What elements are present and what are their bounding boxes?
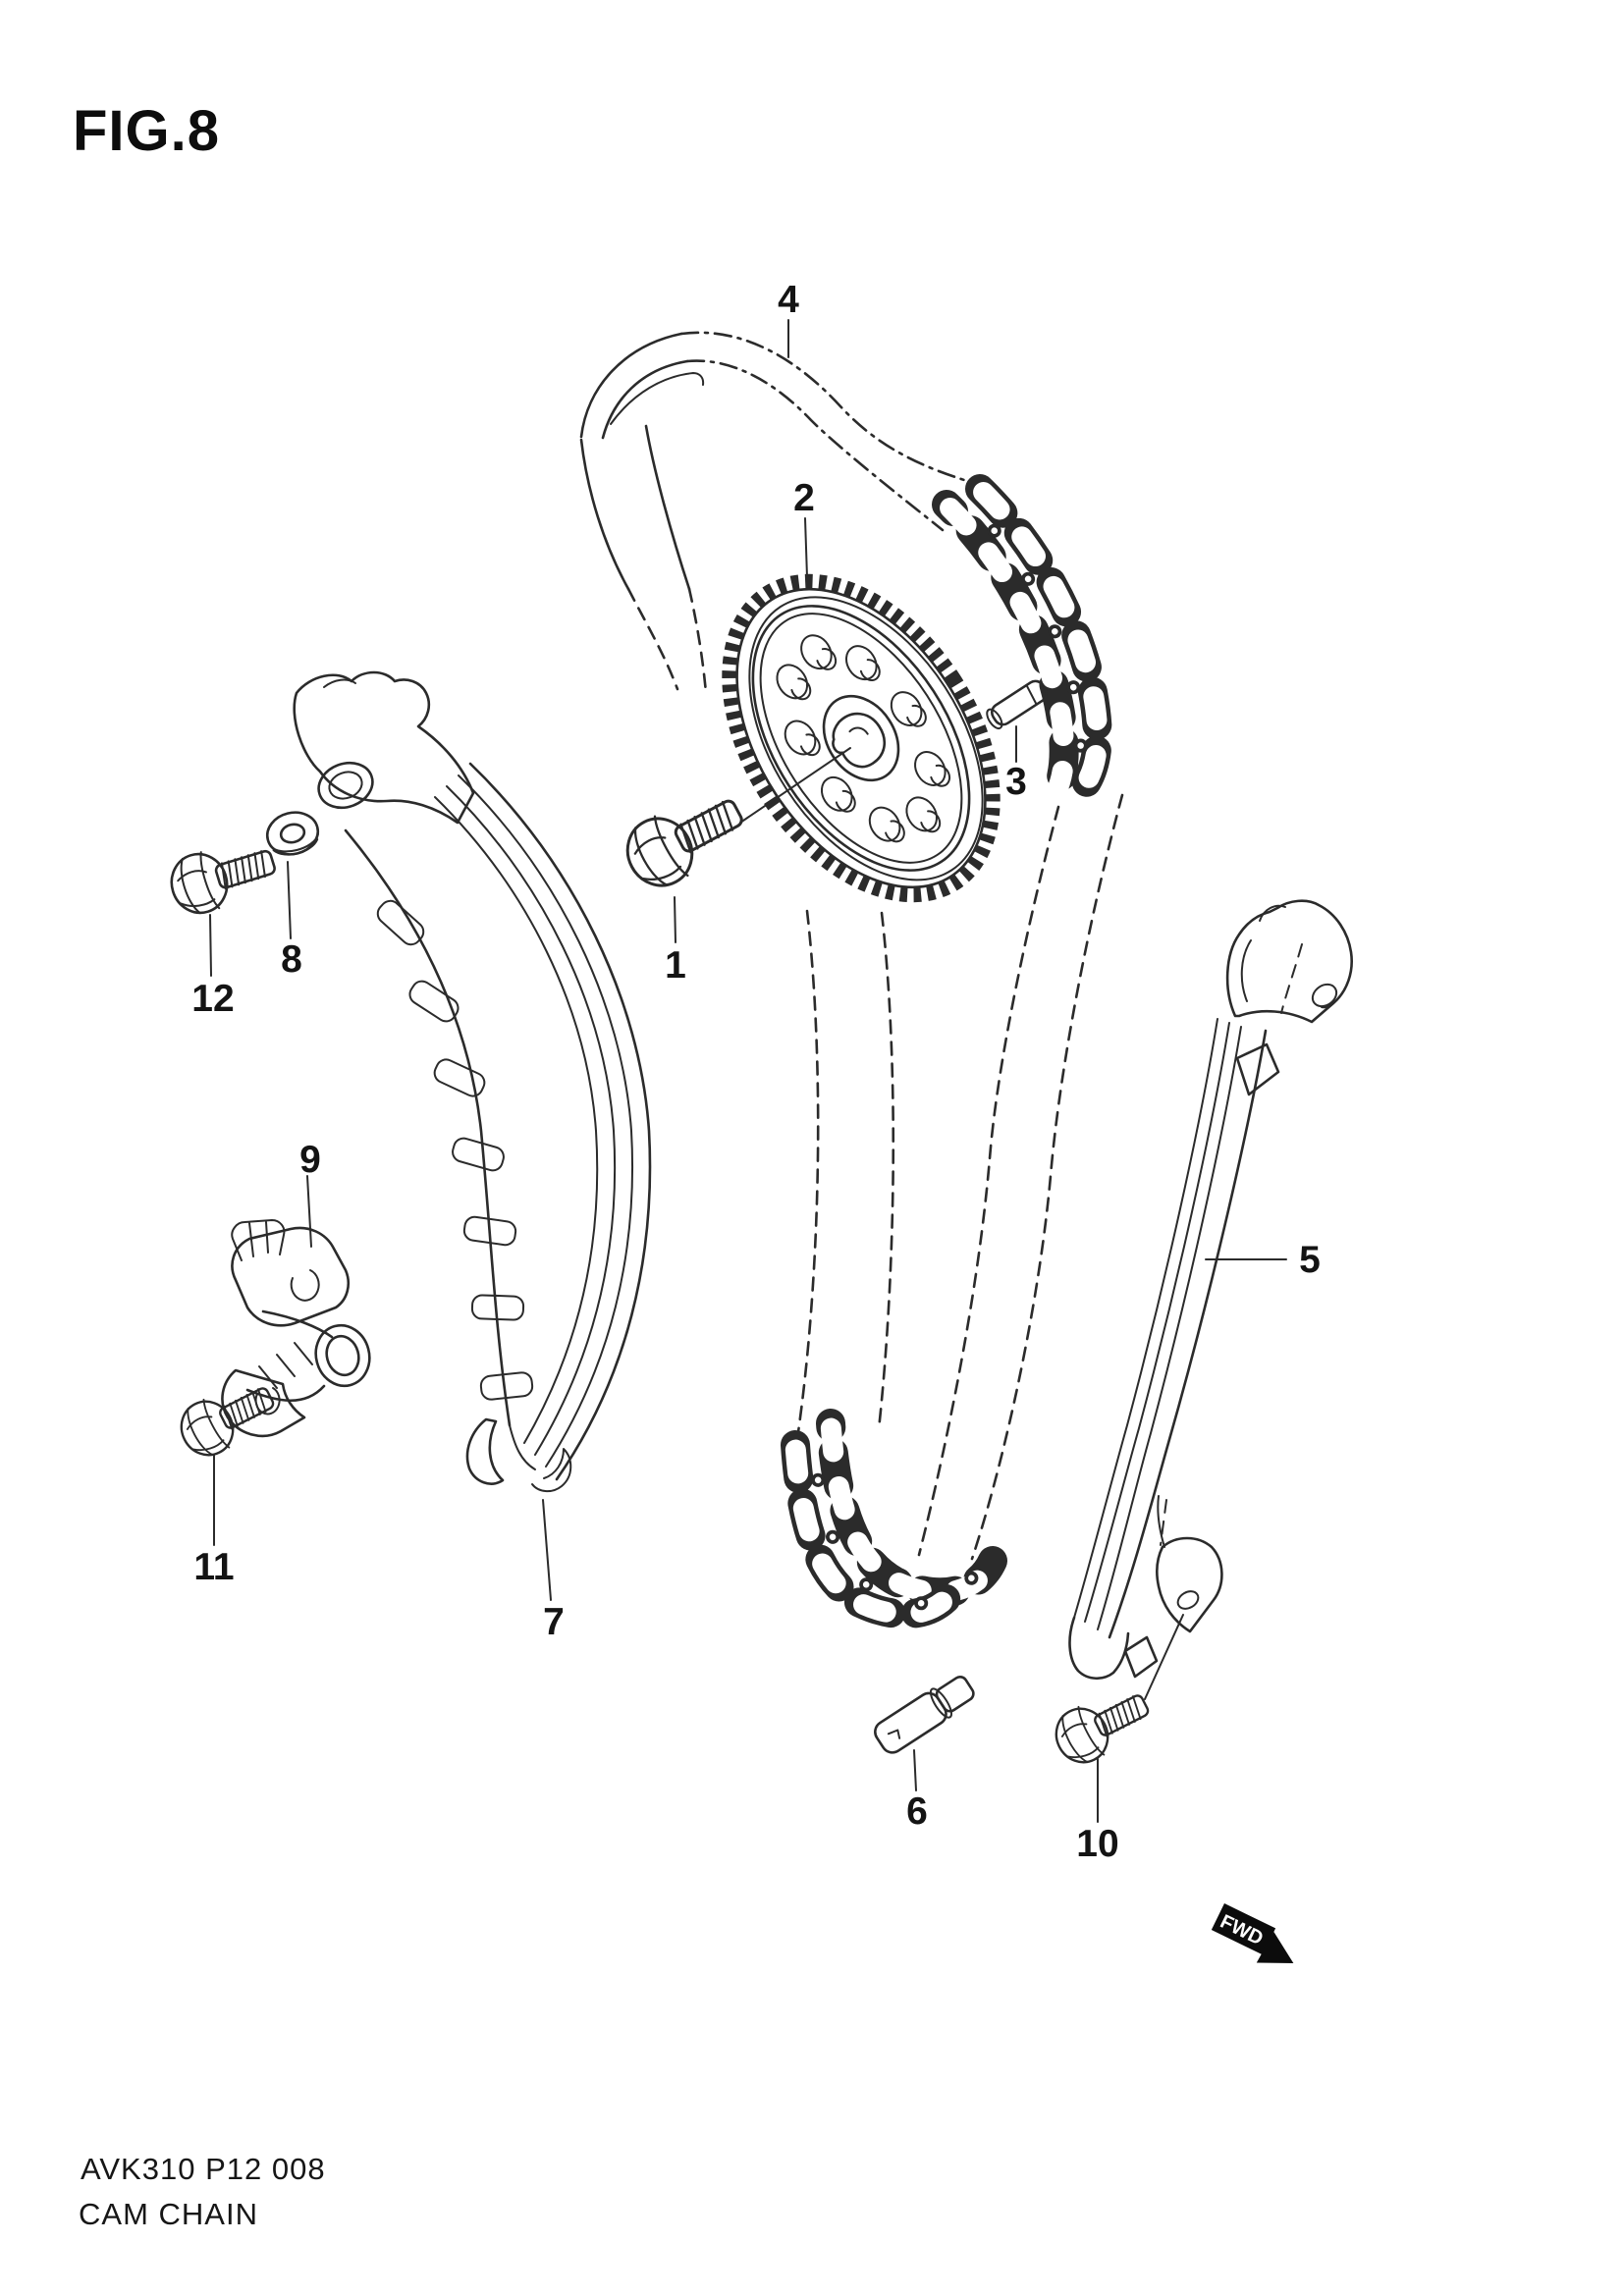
bolt-10-drawing <box>1046 1678 1159 1773</box>
chain-links-lower-section <box>781 1409 1007 1629</box>
bolt-11-drawing <box>171 1370 284 1466</box>
part-label-2: 2 <box>793 477 815 519</box>
part-label-6: 6 <box>906 1790 928 1833</box>
part-label-12: 12 <box>191 978 235 1020</box>
chain-links-upper-section <box>932 474 1112 814</box>
bolt-1-drawing <box>614 778 755 899</box>
figure-caption: CAM CHAIN <box>79 2197 258 2231</box>
chain-guide-curved <box>293 670 652 1492</box>
model-code: AVK310 P12 008 <box>81 2152 326 2186</box>
part-label-3: 3 <box>1005 761 1027 803</box>
figure-number-title: FIG.8 <box>73 99 221 163</box>
part-label-1: 1 <box>665 944 686 987</box>
fwd-marker-body <box>1211 1903 1276 1955</box>
bolt-1-axis-leader <box>739 747 851 824</box>
leader-lines <box>209 319 1287 1823</box>
bolt-12-drawing <box>163 831 283 922</box>
fwd-arrow-icon <box>1256 1932 1294 1964</box>
fwd-direction-marker: FWD <box>1211 1903 1294 1964</box>
part-label-8: 8 <box>281 938 302 981</box>
part-label-5: 5 <box>1299 1239 1321 1281</box>
part-label-9: 9 <box>299 1139 321 1181</box>
cam-sprocket <box>722 573 1001 903</box>
chain-guide-straight <box>1068 899 1353 1700</box>
part-label-11: 11 <box>193 1546 235 1588</box>
cam-chain-outline <box>579 331 1124 1561</box>
nut-8-drawing <box>261 806 324 861</box>
part-label-7: 7 <box>543 1601 565 1643</box>
part-label-4: 4 <box>778 279 799 321</box>
chain-tensioner <box>221 1219 371 1438</box>
pin-6-drawing <box>874 1675 975 1754</box>
part-label-10: 10 <box>1076 1823 1119 1865</box>
pin-3-drawing <box>986 679 1049 730</box>
